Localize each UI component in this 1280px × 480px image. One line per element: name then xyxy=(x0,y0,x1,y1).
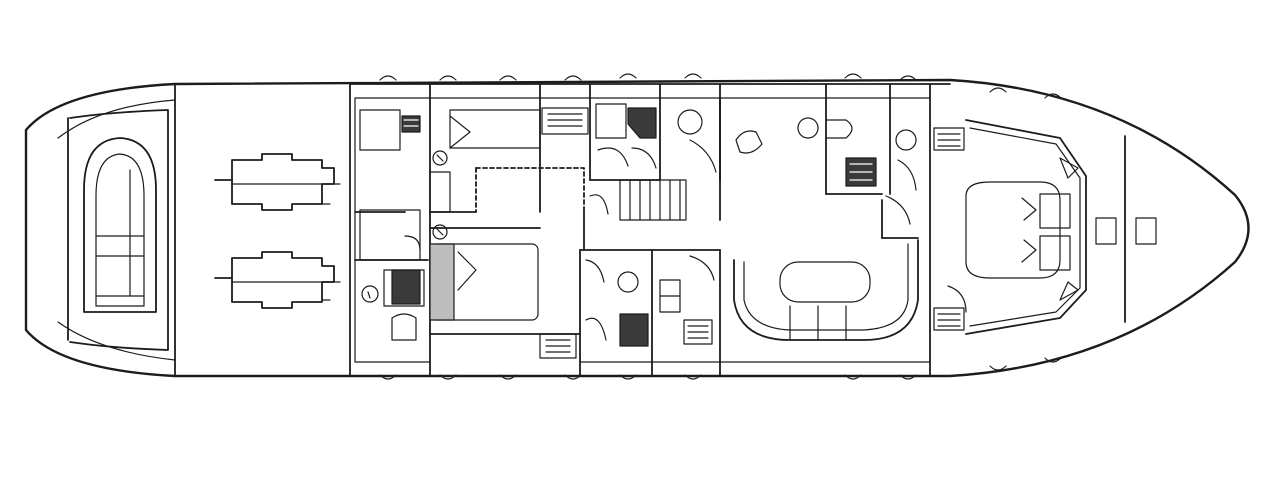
tender-garage xyxy=(83,137,157,313)
deck-partitions xyxy=(429,83,951,377)
engine-room xyxy=(214,83,351,377)
stairs xyxy=(589,179,687,221)
stern-platform xyxy=(25,83,176,377)
bow xyxy=(1095,135,1157,323)
aft-cabins xyxy=(349,83,431,377)
saloon-settee xyxy=(733,199,919,341)
lower-heads xyxy=(579,249,721,377)
guest-cabin-port xyxy=(429,83,589,377)
guest-cabin-starboard xyxy=(429,224,581,359)
forward-cabin xyxy=(933,119,1087,335)
galley xyxy=(735,117,917,225)
